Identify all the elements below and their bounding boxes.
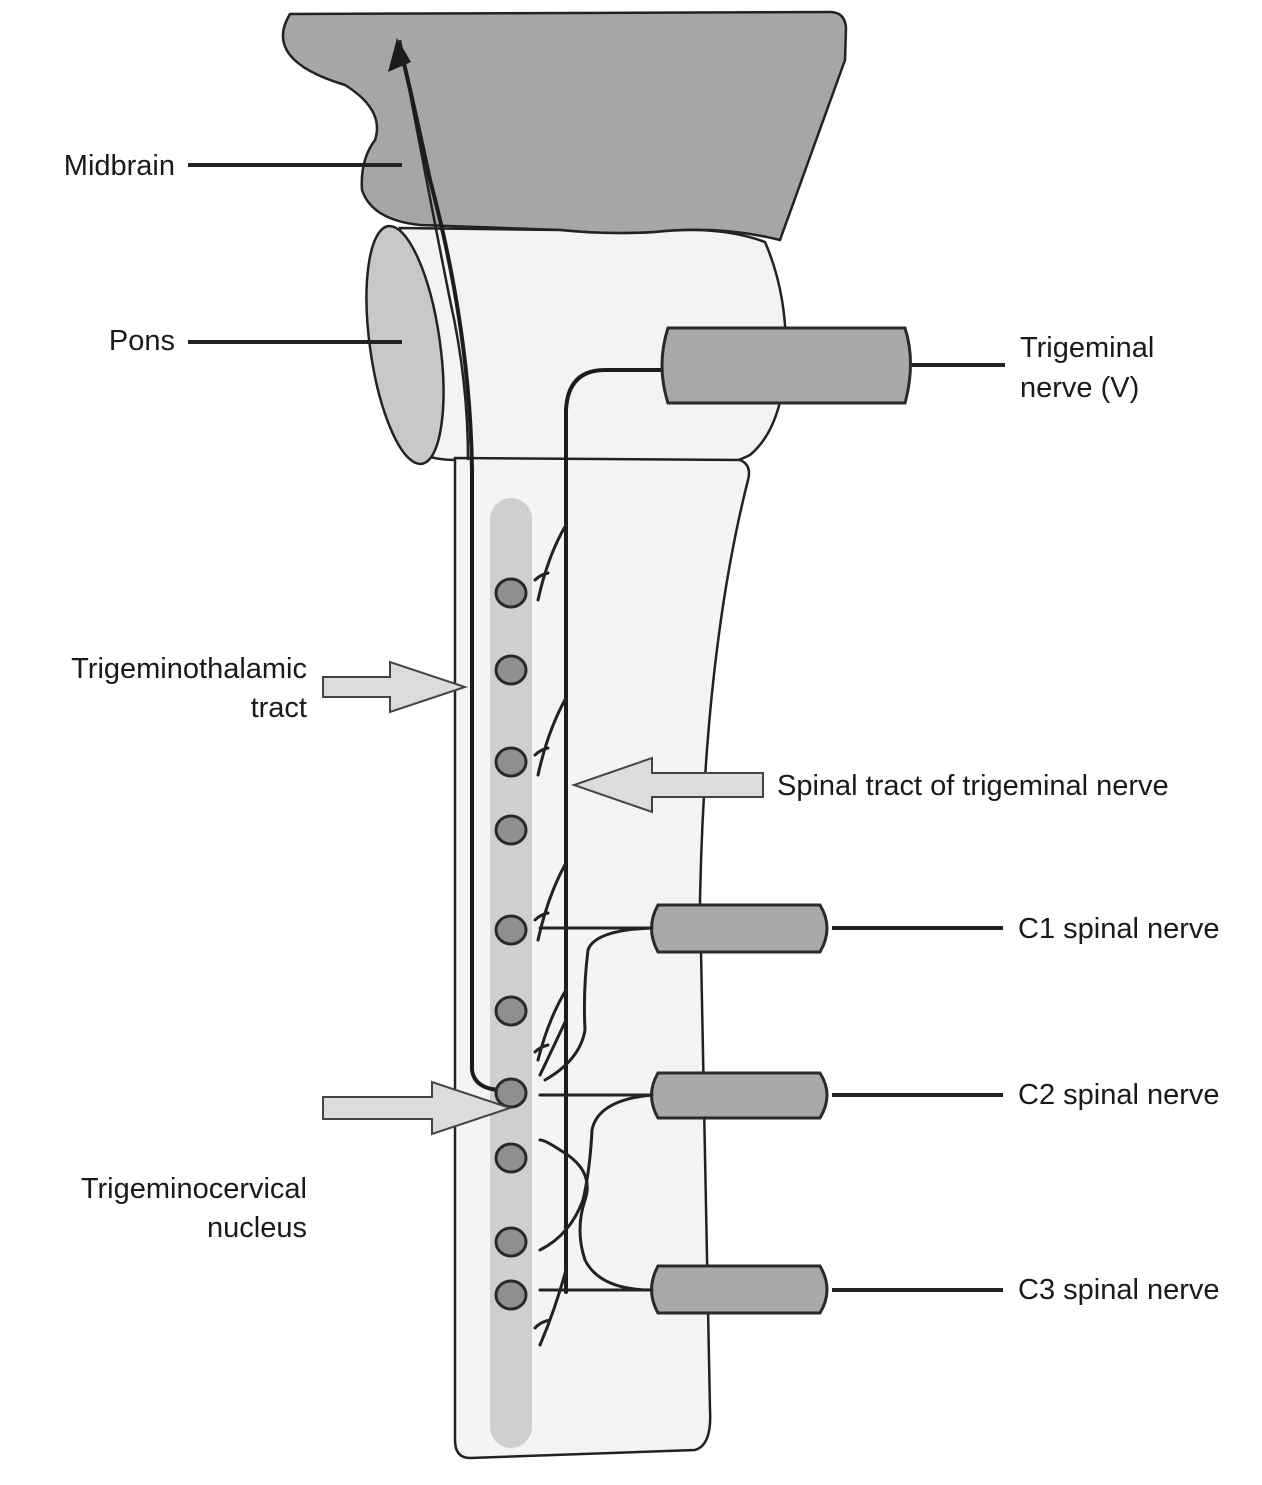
c1-afferent (538, 926, 654, 1082)
trigeminocervical-pointer-arrow (322, 1080, 514, 1136)
label-trigeminal-nerve-1: Trigeminal (1020, 332, 1154, 364)
nucleus-cells (494, 577, 528, 1311)
c2-nerve-root (650, 1071, 829, 1120)
spinal-tract-collaterals (533, 523, 568, 1347)
c2-afferent (538, 1093, 654, 1252)
label-trigeminal-nerve-2: nerve (V) (1020, 372, 1139, 404)
label-trigeminothalamic-1: Trigeminothalamic (71, 653, 307, 685)
spinal-tract-line (564, 368, 667, 1294)
nucleus-cell (494, 1142, 528, 1174)
trigeminothalamic-arrowhead (388, 38, 411, 72)
label-pons: Pons (109, 325, 175, 357)
label-midbrain: Midbrain (64, 150, 175, 182)
label-c1: C1 spinal nerve (1018, 913, 1220, 945)
nucleus-cell (494, 577, 528, 609)
c1-nerve-root (650, 903, 829, 954)
nucleus-cell (494, 995, 528, 1027)
pons-face (365, 224, 445, 466)
nucleus-cell (494, 1226, 528, 1258)
label-c3: C3 spinal nerve (1018, 1274, 1220, 1306)
nucleus-cell (494, 1077, 528, 1109)
nucleus-cell (494, 1279, 528, 1311)
c3-nerve-root (650, 1264, 829, 1315)
label-trigeminocervical-2: nucleus (207, 1212, 307, 1244)
nucleus-cell (494, 654, 528, 686)
trigeminothalamic-pointer-arrow (322, 660, 469, 714)
nucleus-cell (494, 914, 528, 946)
trigeminal-nerve-root (660, 326, 912, 405)
nucleus-cell (494, 746, 528, 778)
spinal-tract-pointer-arrow (570, 756, 764, 814)
label-trigeminocervical-1: Trigeminocervical (81, 1173, 307, 1205)
label-trigeminothalamic-2: tract (251, 692, 307, 724)
midbrain-shape (281, 10, 848, 242)
label-spinal-tract: Spinal tract of trigeminal nerve (777, 770, 1169, 802)
nucleus-cell (494, 814, 528, 846)
trigeminothalamic-tract (400, 53, 512, 1093)
trigeminocervical-nucleus-column (490, 498, 532, 1448)
label-c2: C2 spinal nerve (1018, 1079, 1220, 1111)
